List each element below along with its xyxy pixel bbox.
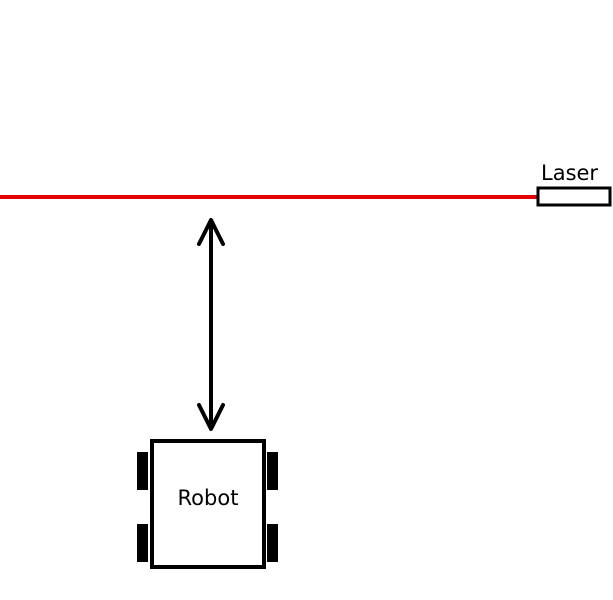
distance-arrow-head-top — [197, 218, 225, 246]
robot-body — [150, 439, 266, 569]
robot-wheel-top-left — [137, 452, 148, 490]
robot-wheel-top-right — [267, 452, 278, 490]
robot-label: Robot — [178, 486, 239, 510]
laser-label: Laser — [541, 161, 598, 185]
distance-arrow — [197, 218, 225, 431]
distance-arrow-head-bottom — [197, 403, 225, 431]
robot-wheel-bottom-right — [267, 524, 278, 562]
laser-emitter — [536, 186, 612, 207]
robot: Robot — [137, 439, 278, 569]
robot-wheel-bottom-left — [137, 524, 148, 562]
